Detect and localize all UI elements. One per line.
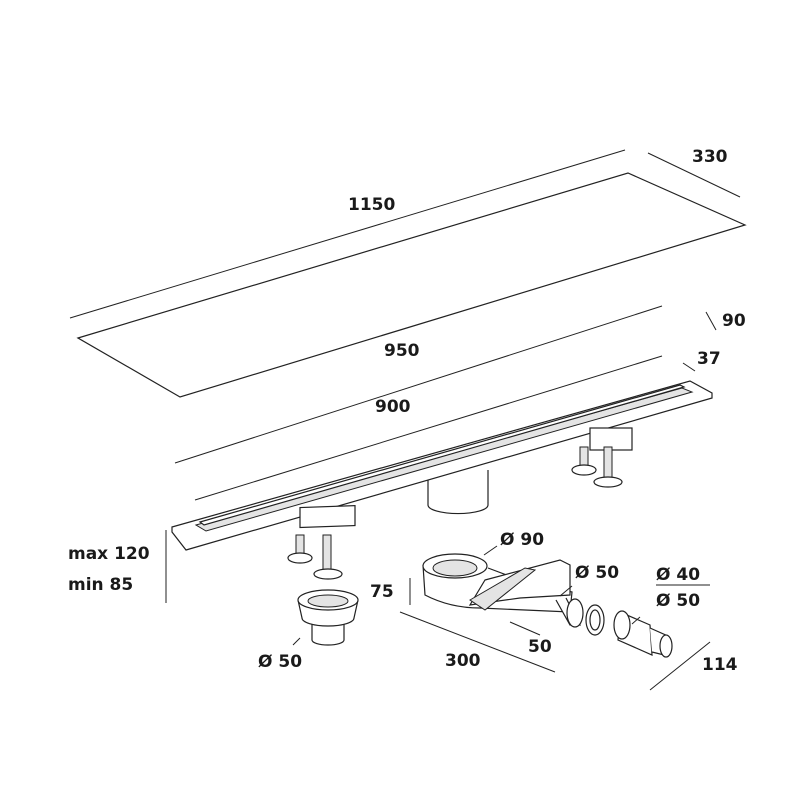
drain-channel: [171, 380, 713, 580]
vertical-outlet: [297, 589, 359, 646]
dim-label-37: 37: [697, 349, 721, 369]
dim-label-siphon-outlet: Ø 50: [575, 563, 619, 583]
dim-label-114: 114: [702, 655, 738, 675]
dim-label-adapter-small: Ø 40: [656, 565, 700, 585]
dim-label-adapter-large: Ø 50: [656, 591, 700, 611]
dim-label-50: 50: [528, 637, 552, 657]
dim-line-950: [174, 305, 663, 464]
dim-line-300: [399, 611, 556, 673]
dim-line-50: [509, 621, 541, 636]
dim-line-90: [705, 311, 717, 331]
dim-line-1150: [69, 149, 626, 319]
dim-label-330: 330: [692, 147, 728, 167]
dim-line-900: [194, 355, 663, 501]
grate-plate: [76, 172, 747, 398]
dim-line-114: [649, 641, 711, 691]
dim-label-950: 950: [384, 341, 420, 361]
dim-label-1150: 1150: [348, 195, 395, 215]
leader-vertical-outlet: [292, 637, 301, 646]
seal-ring: [585, 604, 605, 636]
leader-adapter: [631, 616, 641, 625]
dim-label-siphon-inlet: Ø 90: [500, 530, 544, 550]
leader-siphon-outlet: [559, 585, 573, 597]
siphon: [422, 553, 584, 628]
dim-label-900: 900: [375, 397, 411, 417]
dim-label-vertical-outlet: Ø 50: [258, 652, 302, 672]
dim-label-min-height-text: min 85: [68, 575, 133, 595]
dim-label-75: 75: [370, 582, 394, 602]
leader-90: [483, 545, 498, 556]
dim-label-max-height: max 120: [68, 544, 150, 564]
dim-label-90: 90: [722, 311, 746, 331]
dim-label-300: 300: [445, 651, 481, 671]
reducer-adapter: [613, 610, 673, 658]
dim-line-330: [647, 152, 741, 198]
dim-line-37: [682, 362, 696, 372]
